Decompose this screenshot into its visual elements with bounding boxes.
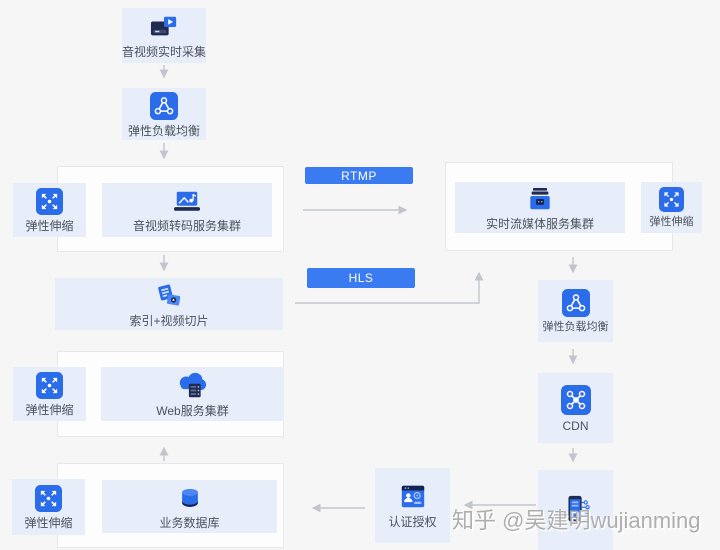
node-db: 业务数据库 <box>102 480 277 533</box>
node-scaling-db: 弹性伸缩 <box>12 479 85 535</box>
node-web: Web服务集群 <box>101 367 284 421</box>
node-label: 弹性伸缩 <box>25 403 74 417</box>
node-label: 音视频转码服务集群 <box>132 219 241 233</box>
rtmp-protocol-label: RTMP <box>305 167 413 184</box>
load-balancer-icon <box>150 91 178 120</box>
node-label: 弹性伸缩 <box>25 219 74 233</box>
node-label: 弹性伸缩 <box>24 516 73 530</box>
hls-protocol-label: HLS <box>307 268 415 288</box>
video-slices-icon <box>154 282 184 310</box>
node-label: 音视频实时采集 <box>122 44 207 59</box>
auth-window-icon <box>398 483 428 511</box>
node-label: 弹性负载均衡 <box>542 321 609 333</box>
node-label: Web服务集群 <box>156 404 229 418</box>
node-stream: 实时流媒体服务集群 <box>455 182 625 233</box>
node-label: 弹性伸缩 <box>649 216 694 228</box>
mobile-phone-icon <box>560 494 592 526</box>
hls-text: HLS <box>348 271 374 285</box>
node-client-device <box>538 470 613 550</box>
node-scaling-transcode: 弹性伸缩 <box>13 183 86 237</box>
node-label: 业务数据库 <box>159 515 220 530</box>
cdn-network-icon <box>560 384 591 415</box>
node-transcode: 音视频转码服务集群 <box>102 183 272 237</box>
node-scaling-web: 弹性伸缩 <box>13 367 86 421</box>
node-elb-top: 弹性负载均衡 <box>122 88 206 140</box>
auto-scaling-icon <box>36 188 63 215</box>
auto-scaling-icon <box>659 187 684 212</box>
node-auth: 认证授权 <box>375 468 450 543</box>
stream-server-icon <box>525 186 555 213</box>
node-label: 实时流媒体服务集群 <box>485 216 594 231</box>
load-balancer-icon <box>561 289 590 317</box>
node-label: 认证授权 <box>388 515 437 529</box>
node-cdn: CDN <box>538 373 613 443</box>
auto-scaling-icon <box>36 372 63 399</box>
node-index-slice: 索引+视频切片 <box>55 278 283 330</box>
node-capture: 音视频实时采集 <box>122 8 206 63</box>
rtmp-text: RTMP <box>341 168 377 183</box>
auto-scaling-icon <box>35 485 62 512</box>
database-icon <box>176 485 204 512</box>
cloud-server-icon <box>176 371 209 400</box>
node-label: 弹性负载均衡 <box>127 123 200 138</box>
transcode-laptop-icon <box>171 188 203 215</box>
watermark: 知乎 @吴建明wujianming <box>452 508 701 533</box>
video-capture-icon <box>148 14 180 41</box>
node-scaling-stream: 弹性伸缩 <box>641 182 702 233</box>
node-label: 索引+视频切片 <box>129 313 209 328</box>
node-elb-right: 弹性负载均衡 <box>538 280 613 342</box>
node-label: CDN <box>562 418 589 433</box>
